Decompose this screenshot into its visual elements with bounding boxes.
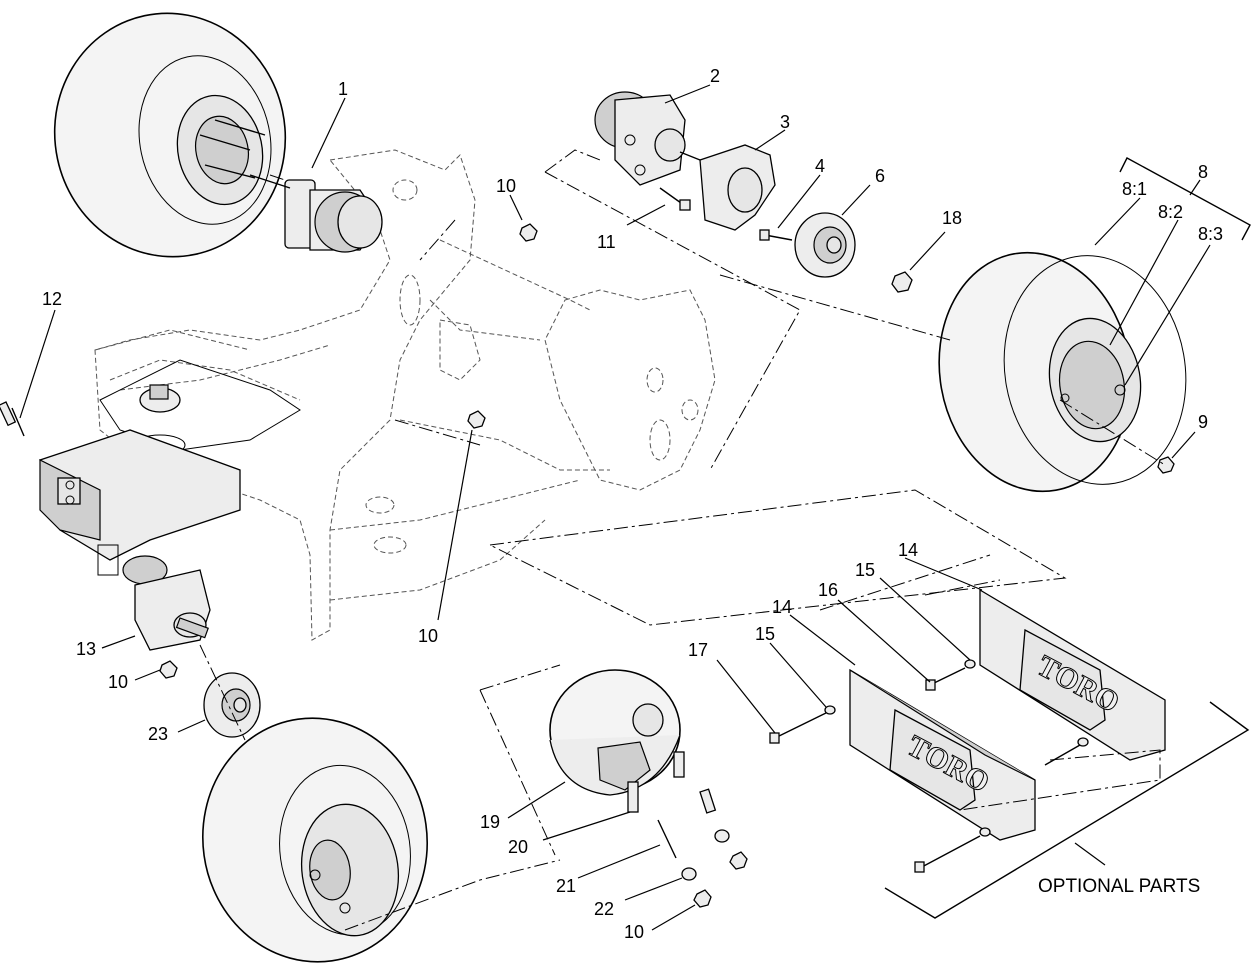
callout-23: 23 [148, 724, 168, 744]
wheel-motor-2 [594, 91, 701, 186]
callout-17: 17 [688, 640, 708, 660]
callout-10-middle: 10 [418, 626, 438, 646]
lug-nut-18 [891, 271, 913, 293]
callout-1: 1 [338, 79, 348, 99]
tire-upper-left [53, 12, 287, 258]
wheel-motor-left [122, 555, 211, 651]
nuts-10 [159, 223, 538, 679]
callout-2: 2 [710, 66, 720, 86]
wheel-8-bracket [1119, 157, 1251, 241]
wheel-hub-6 [794, 212, 856, 278]
tire-right [938, 251, 1187, 493]
assembly-boundaries [199, 149, 1166, 931]
tire-lower-left [201, 717, 429, 963]
callout-8-2: 8:2 [1158, 202, 1183, 222]
callout-15-rear: 15 [855, 560, 875, 580]
wheel-motor-1 [249, 174, 383, 253]
callout-9: 9 [1198, 412, 1208, 432]
callout-8-1: 8:1 [1122, 179, 1147, 199]
callout-14-rear: 14 [898, 540, 918, 560]
callout-16: 16 [818, 580, 838, 600]
callout-21: 21 [556, 876, 576, 896]
leader-lines [19, 84, 1211, 931]
lug-nut-9 [1157, 456, 1175, 474]
optional-weight-front: TORO [849, 668, 1036, 841]
callout-3: 3 [780, 112, 790, 132]
bolt-11 [659, 187, 691, 211]
callout-4: 4 [815, 156, 825, 176]
caster-pivot-assembly [99, 359, 301, 456]
brake-bracket-3 [699, 144, 776, 231]
callout-18: 18 [942, 208, 962, 228]
callout-12: 12 [42, 289, 62, 309]
callout-8-3: 8:3 [1198, 224, 1223, 244]
callout-labels: 1 2 3 4 6 8 8:1 8:2 8:3 9 10 10 10 10 11… [42, 66, 1223, 942]
optional-weight-rear: TORO [979, 588, 1166, 761]
optional-parts-bracket [884, 701, 1250, 919]
wheel-hub-23 [203, 672, 261, 738]
callout-13: 13 [76, 639, 96, 659]
callout-8: 8 [1198, 162, 1208, 182]
callout-10-top: 10 [496, 176, 516, 196]
callout-14-front: 14 [772, 597, 792, 617]
callout-11: 11 [597, 232, 616, 252]
callout-19: 19 [480, 812, 500, 832]
optional-parts-label: OPTIONAL PARTS [1038, 876, 1200, 897]
callout-15-front: 15 [755, 624, 775, 644]
hardware-stack [657, 788, 748, 908]
counterweight-19 [549, 669, 685, 813]
callout-10-left: 10 [108, 672, 128, 692]
bolt-4 [759, 229, 793, 241]
callout-22: 22 [594, 899, 614, 919]
callout-6: 6 [875, 166, 885, 186]
caster-fork-housing [39, 429, 241, 576]
bolt-12 [0, 401, 25, 437]
callout-10-bottom: 10 [624, 922, 644, 942]
callout-20: 20 [508, 837, 528, 857]
